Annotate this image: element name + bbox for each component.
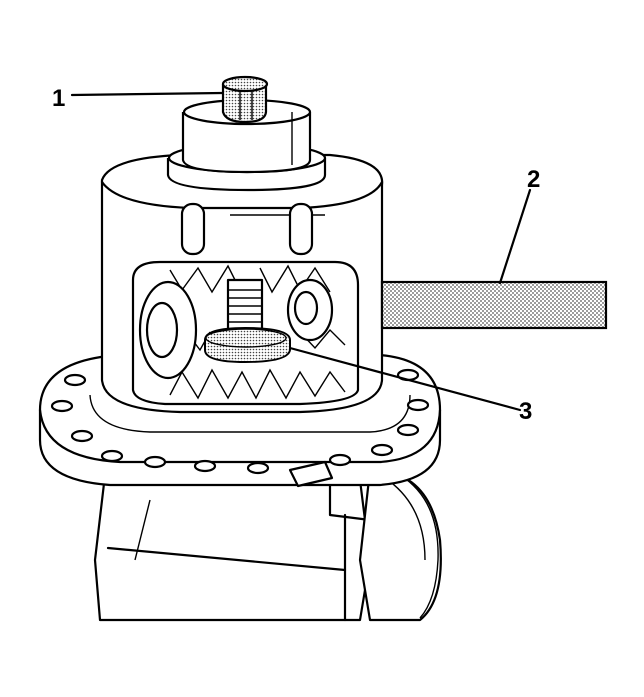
leader-lines — [70, 91, 532, 412]
flange-tab — [288, 460, 334, 488]
threaded-shaft — [226, 278, 264, 332]
callout-3-label: 3 — [519, 398, 532, 425]
lower-housing — [93, 468, 442, 622]
case-window — [131, 260, 360, 406]
handle-bar — [380, 280, 608, 330]
right-pinion-gear — [286, 278, 334, 342]
bolt-head — [221, 75, 269, 124]
left-pinion-gear — [138, 280, 198, 380]
adapter-plate — [204, 326, 291, 364]
callout-2-label: 2 — [527, 166, 540, 193]
callout-1-label: 1 — [52, 85, 65, 112]
